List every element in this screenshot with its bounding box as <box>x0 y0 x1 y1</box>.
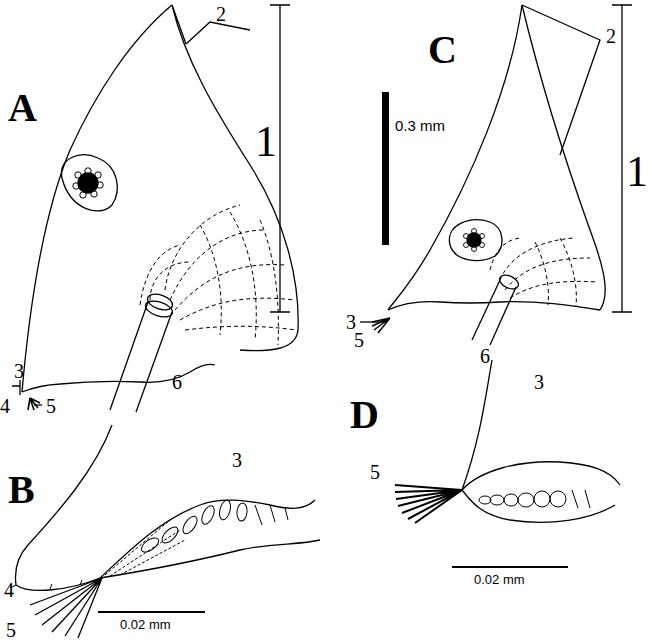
callout-number: 5 <box>354 330 364 350</box>
callout-number: 2 <box>606 26 616 46</box>
callout-number: 2 <box>216 4 226 24</box>
callout-number: 3 <box>232 450 242 470</box>
callout-number: 4 <box>0 396 10 416</box>
callout-number: 5 <box>46 396 56 416</box>
panel-letter: B <box>8 470 35 510</box>
panel-letter: D <box>350 395 379 435</box>
callout-number: 5 <box>6 620 16 640</box>
scale-label: 0.3 mm <box>395 118 445 133</box>
callout-number: 5 <box>370 462 380 482</box>
callout-number: 6 <box>172 372 182 392</box>
callout-number: 3 <box>534 372 544 392</box>
callout-number: 3 <box>14 361 24 381</box>
dimension-number: 1 <box>626 150 648 194</box>
callout-number: 3 <box>346 312 356 332</box>
scale-label: 0.02 mm <box>120 618 171 631</box>
callout-number: 4 <box>4 580 14 600</box>
dimension-number: 1 <box>255 120 277 164</box>
panel-letter: A <box>8 88 37 128</box>
scale-label: 0.02 mm <box>474 573 525 586</box>
panel-letter: C <box>428 30 457 70</box>
callout-number: 6 <box>480 346 490 366</box>
